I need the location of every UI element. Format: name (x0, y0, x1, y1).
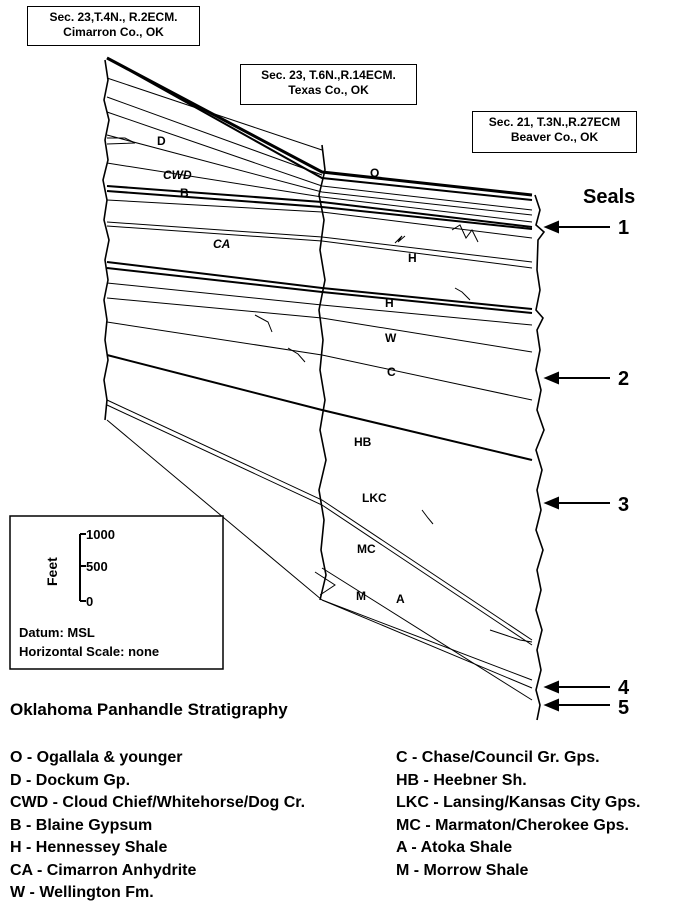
well-log-texas (318, 144, 327, 601)
scale-axis-title: Feet (44, 557, 60, 586)
horizon-k (106, 261, 533, 310)
seal-arrows (543, 220, 610, 712)
legend-right: C - Chase/Council Gr. Gps. HB - Heebner … (396, 747, 640, 882)
unit-label-b: B (180, 186, 189, 200)
legend-item-ca: CA - Cimarron Anhydrite (10, 861, 197, 879)
horizon-top-thick (106, 56, 533, 197)
facies-tongue-8 (106, 137, 136, 145)
well-logs (102, 59, 546, 721)
well-box-texas-line1: Sec. 23, T.6N.,R.14ECM. (261, 68, 396, 82)
unit-labels: D CWD B CA O H H W C HB LKC MC M A (157, 134, 417, 606)
seal-arrow-2-head (543, 371, 559, 385)
seal-number-4: 4 (618, 677, 630, 699)
seal-arrow-5-head (543, 698, 559, 712)
horizon-u (321, 567, 533, 701)
horizon-j (106, 225, 533, 269)
well-box-cimarron-line2: Cimarron Co., OK (63, 25, 164, 39)
legend-item-w: W - Wellington Fm. (10, 884, 154, 901)
legend-left: O - Ogallala & younger D - Dockum Gp. CW… (10, 747, 305, 905)
legend-item-lkc: LKC - Lansing/Kansas City Gps. (396, 794, 641, 811)
horizon-d (106, 134, 533, 216)
legend-item-a: A - Atoka Shale (396, 839, 513, 856)
facies-tongue-3 (454, 287, 471, 301)
legend-item-b: B - Blaine Gypsum (10, 816, 153, 834)
scale-box-frame (9, 515, 224, 670)
horizon-m (106, 282, 533, 326)
well-log-cimarron (102, 59, 110, 421)
horizon-i (106, 221, 533, 263)
well-box-cimarron-line1: Sec. 23,T.4N., R.2ECM. (49, 10, 178, 24)
horizon-p (106, 354, 533, 461)
legend-item-d: D - Dockum Gp. (10, 771, 131, 789)
scale-tick-0: 0 (86, 594, 93, 609)
facies-tongue-4 (254, 314, 273, 333)
unit-label-d: D (157, 134, 166, 148)
horizon-c (106, 111, 533, 211)
well-log-beaver (534, 194, 546, 721)
seal-number-3: 3 (618, 494, 629, 516)
seal-arrow-3-head (543, 496, 559, 510)
scale-horizontal: Horizontal Scale: none (19, 644, 159, 659)
unit-label-m: M (356, 589, 366, 603)
scale-box: Feet 1000 500 0 Datum: MSL Horizontal Sc… (9, 515, 224, 670)
horizon-a (106, 77, 323, 151)
legend-item-c: C - Chase/Council Gr. Gps. (396, 749, 600, 766)
unit-label-a: A (396, 592, 405, 606)
legend-item-cwd: CWD - Cloud Chief/Whitehorse/Dog Cr. (10, 794, 306, 811)
facies-tongue-1 (394, 235, 406, 244)
legend-item-h: H - Hennessey Shale (10, 839, 168, 856)
unit-label-w: W (385, 331, 397, 345)
well-box-beaver: Sec. 21, T.3N.,R.27ECM Beaver Co., OK (472, 111, 637, 153)
unit-label-cwd: CWD (163, 168, 192, 182)
seal-arrow-4-head (543, 680, 559, 694)
legend-item-mc: MC - Marmaton/Cherokee Gps. (396, 816, 629, 834)
facies-tongue-7 (489, 629, 533, 643)
horizon-ogallala-base (106, 57, 533, 201)
scale-tick-1000: 1000 (86, 527, 115, 542)
unit-label-hb: HB (354, 435, 372, 449)
horizon-n (106, 297, 533, 353)
facies-tongue-5 (287, 347, 306, 363)
horizon-q (106, 399, 533, 641)
horizon-b (106, 96, 323, 176)
well-box-texas-line2: Texas Co., OK (288, 83, 369, 97)
legend-item-hb: HB - Heebner Sh. (396, 771, 527, 789)
legend-item-o: O - Ogallala & younger (10, 749, 183, 766)
seal-number-1: 1 (618, 217, 629, 239)
unit-label-mc: MC (357, 542, 376, 556)
facies-tongue-9 (314, 571, 336, 596)
legend-item-m: M - Morrow Shale (396, 861, 529, 879)
unit-label-ca: CA (213, 237, 230, 251)
unit-label-lkc: LKC (362, 491, 387, 505)
well-box-beaver-line1: Sec. 21, T.3N.,R.27ECM (488, 115, 621, 129)
horizon-e (106, 162, 533, 223)
horizon-t (321, 599, 533, 689)
unit-label-c: C (387, 365, 396, 379)
seals-title: Seals (583, 186, 635, 208)
unit-label-h-upper: H (408, 251, 417, 265)
seal-number-2: 2 (618, 368, 629, 390)
horizon-o (106, 321, 533, 401)
facies-tongue-2 (451, 224, 479, 243)
unit-label-o: O (370, 166, 379, 180)
horizon-f (106, 185, 533, 228)
unit-label-h-lower: H (385, 296, 394, 310)
scale-tick-500: 500 (86, 559, 108, 574)
scale-datum: Datum: MSL (19, 625, 95, 640)
figure-title: Oklahoma Panhandle Stratigraphy (10, 700, 288, 719)
facies-tongue-6 (421, 509, 434, 525)
well-box-cimarron: Sec. 23,T.4N., R.2ECM. Cimarron Co., OK (27, 6, 200, 46)
seal-arrow-1-head (543, 220, 559, 234)
seal-number-5: 5 (618, 697, 629, 719)
well-box-texas: Sec. 23, T.6N.,R.14ECM. Texas Co., OK (240, 64, 417, 105)
well-box-beaver-line2: Beaver Co., OK (510, 130, 599, 144)
